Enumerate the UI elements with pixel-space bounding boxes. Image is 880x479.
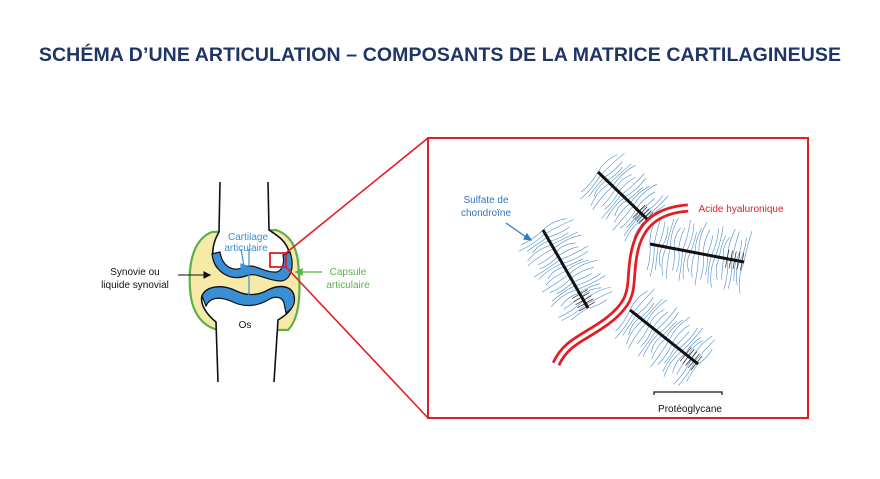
capsule-label-line1: Capsule [330,267,367,278]
chondroitin-chains [614,288,715,386]
cartilage-label-line2: articulaire [224,243,268,254]
chondroitin-chains [518,218,613,321]
synovia-label-line1: Synovie ou [110,267,159,278]
chondroitin-arrow [505,222,533,241]
link-protein [679,346,703,371]
synovia-arrow [178,271,212,279]
proteoglycan-label: Protéoglycane [658,404,722,415]
knee-joint [188,181,301,383]
proteoglycan-lower-left [518,218,613,321]
link-protein [632,204,654,226]
link-protein [571,289,596,312]
core-protein [629,308,699,366]
core-protein [596,170,650,222]
chondroitin-label-line2: chondroïne [461,208,511,219]
proteoglycan-bracket [653,391,723,395]
hyaluronic-label: Acide hyaluronique [698,204,783,215]
zoom-frame [427,137,809,419]
cartilage-arrows [240,248,253,304]
proteoglycan-lower [614,288,715,386]
cartilage-label-line1: Cartilage [228,232,268,243]
proteoglycan-upper [580,152,669,242]
chondroitin-chains [646,213,753,294]
zoom-connector-top [285,137,429,254]
page-title: SCHÉMA D’UNE ARTICULATION – COMPOSANTS D… [38,44,842,66]
proteoglycans [518,152,753,386]
hyaluronic-acid-strand [551,203,689,367]
chondroitin-label-line1: Sulfate de [463,195,508,206]
link-protein [725,249,745,271]
synovia-label-line2: liquide synovial [101,280,169,291]
capsule-label-line2: articulaire [326,280,370,291]
proteoglycan-right [646,213,753,294]
core-protein [541,229,590,309]
core-protein [649,242,745,264]
chondroitin-chains [580,152,669,242]
zoom-source-box [269,252,287,268]
bone-label: Os [239,320,252,331]
capsule-arrow [294,267,322,277]
zoom-connector-bottom [285,266,429,419]
